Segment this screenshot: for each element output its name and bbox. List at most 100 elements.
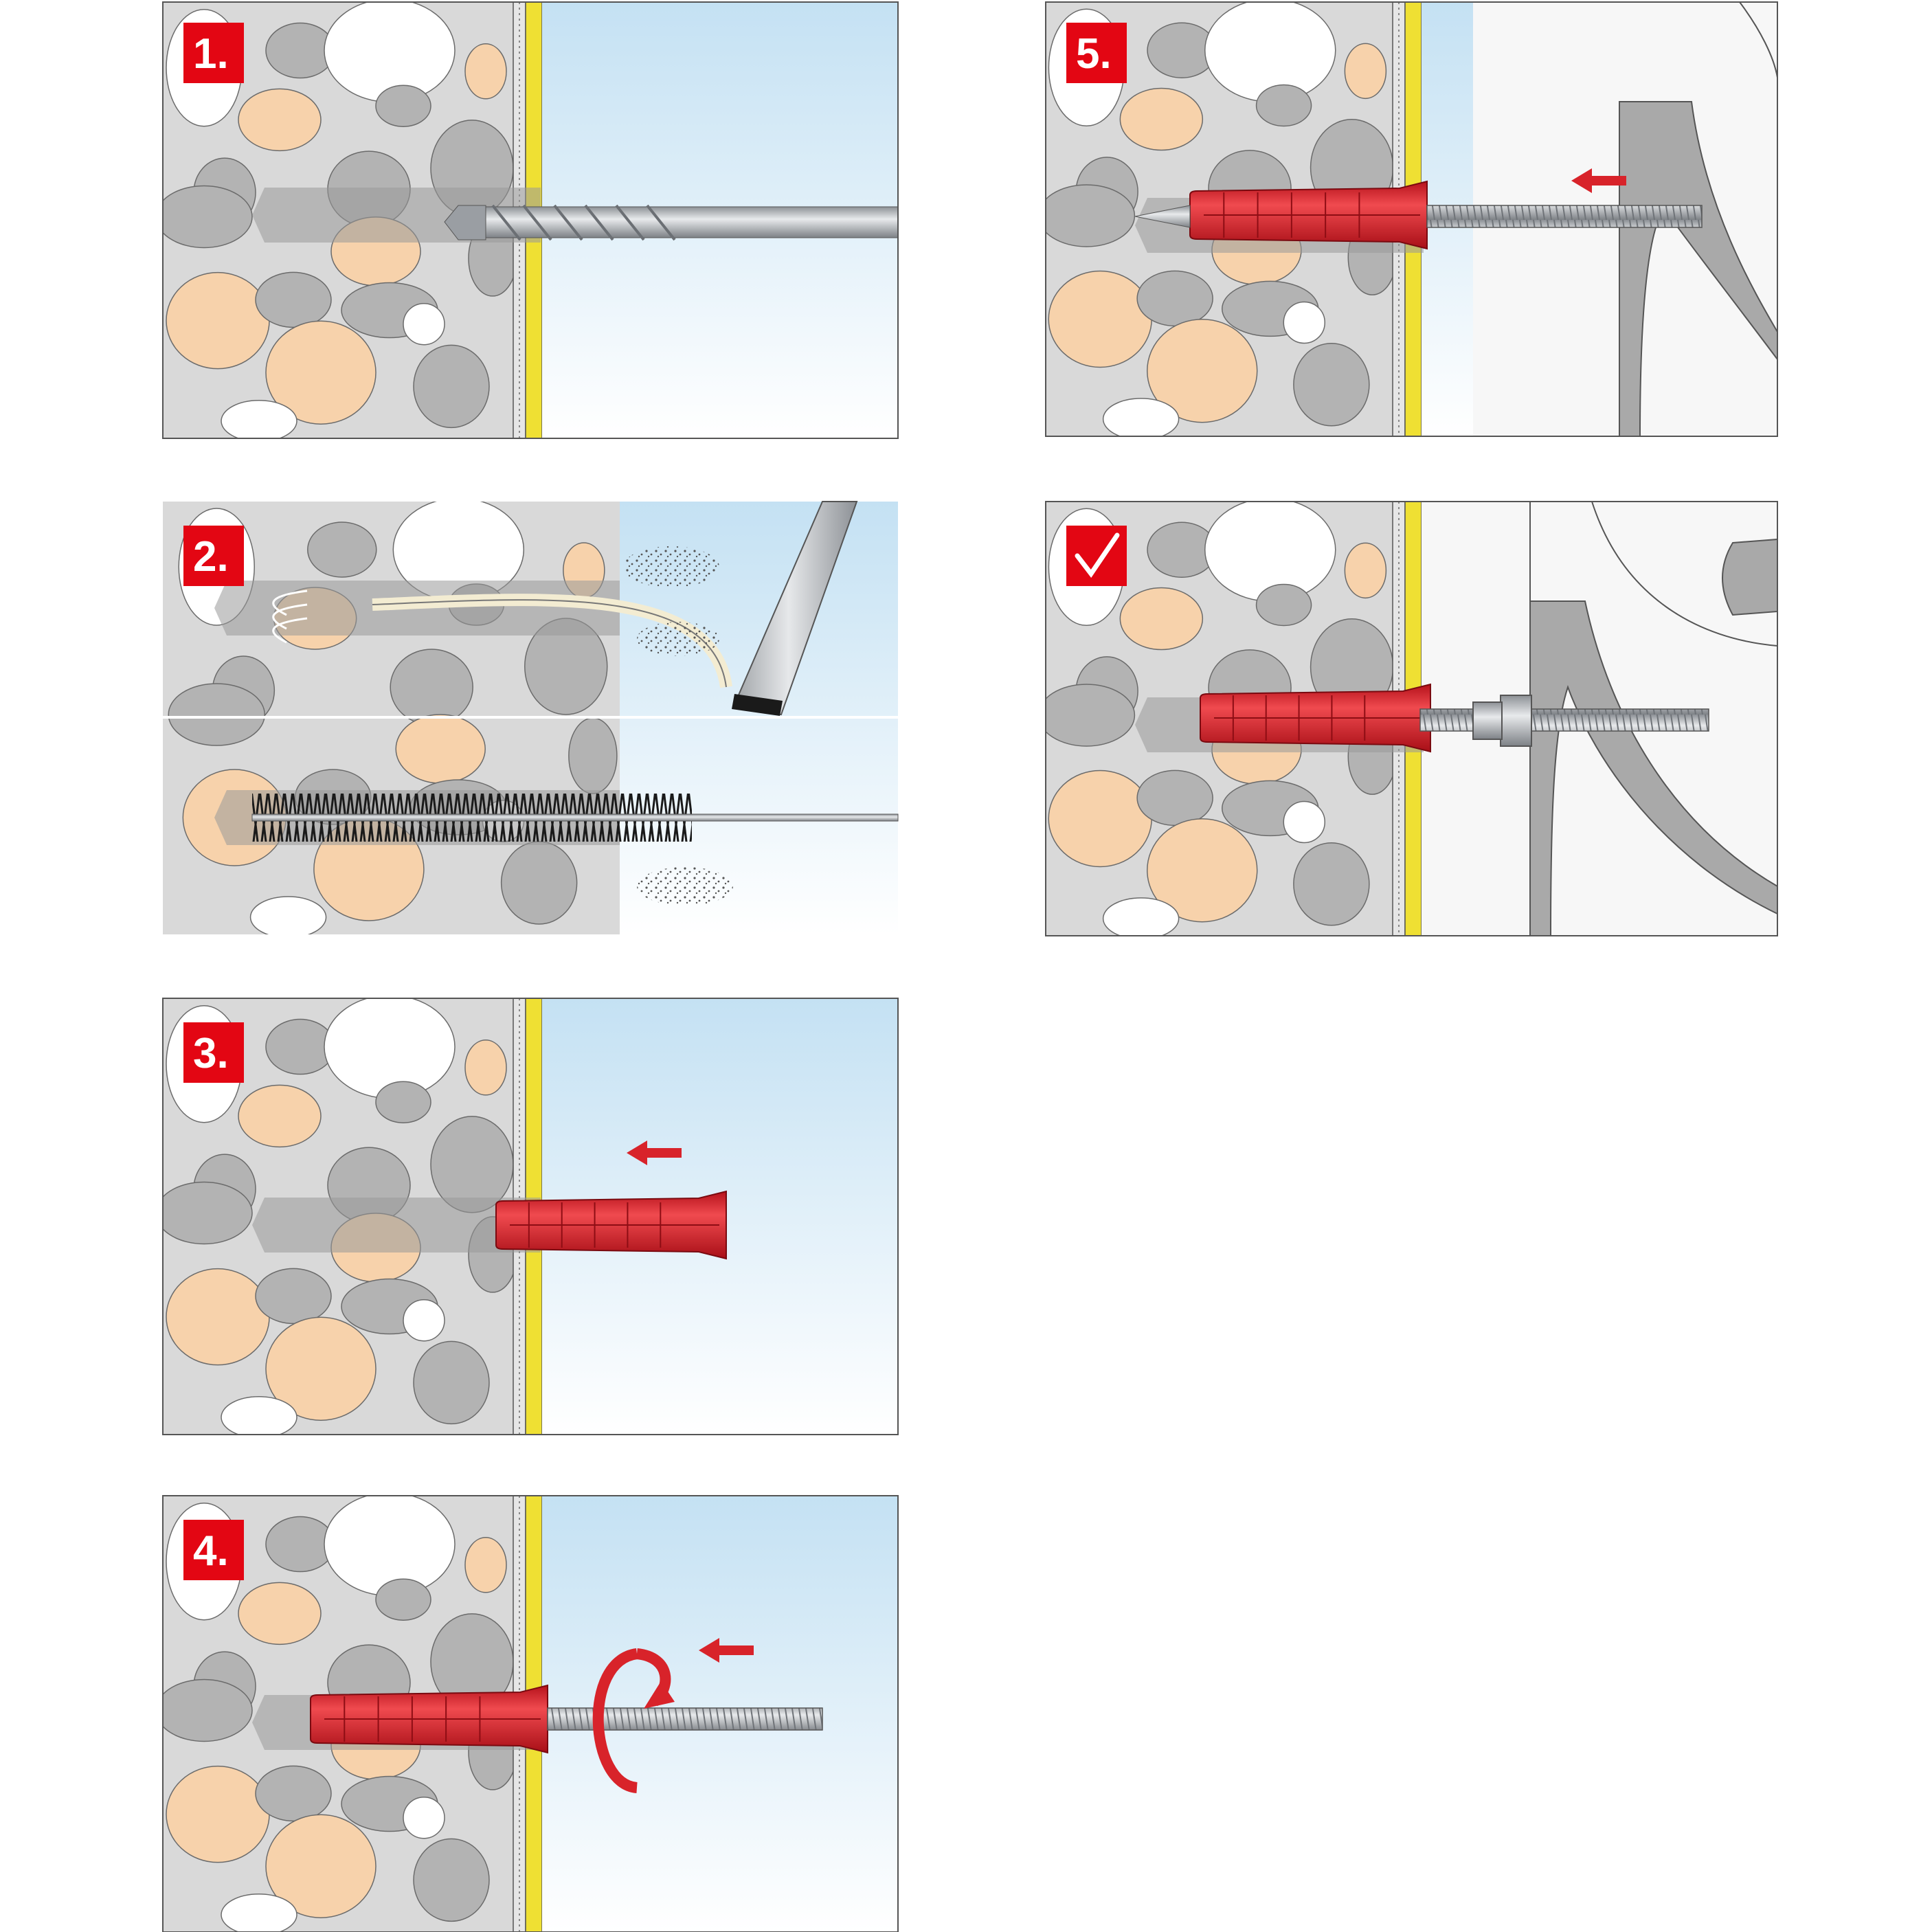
stone	[390, 649, 473, 726]
push-arrow-icon	[627, 1141, 682, 1165]
stone	[1283, 800, 1326, 844]
stone	[1293, 842, 1370, 926]
stone	[395, 714, 486, 784]
stone	[1204, 2, 1336, 102]
stone	[1344, 542, 1387, 599]
stone	[403, 302, 445, 346]
stone	[166, 1268, 270, 1366]
red-anchor	[1189, 180, 1428, 250]
stone	[163, 1678, 253, 1742]
dust-cloud	[637, 622, 719, 656]
stone	[413, 1838, 490, 1922]
stone	[1136, 270, 1213, 327]
rotate-arrow-icon	[592, 1648, 638, 1793]
stone	[1046, 684, 1136, 747]
stone	[238, 1582, 322, 1645]
stone	[1255, 84, 1312, 127]
stone	[324, 1496, 456, 1597]
airflow-arrow-icon	[272, 617, 308, 644]
washer	[1500, 695, 1532, 747]
stone	[1102, 398, 1180, 436]
stone	[1344, 43, 1387, 100]
step-badge	[183, 1022, 244, 1083]
red-anchor	[1200, 683, 1431, 753]
threaded-screw	[547, 1707, 823, 1731]
stone	[255, 271, 332, 328]
drill-tip-icon	[444, 205, 486, 240]
stone	[375, 1578, 431, 1621]
stone	[255, 1765, 332, 1822]
red-anchor	[495, 1190, 727, 1260]
panel-step-5: 5.	[1045, 1, 1778, 437]
stone	[413, 1340, 490, 1425]
stone	[464, 43, 507, 100]
stone	[324, 2, 456, 103]
stone	[163, 1181, 253, 1245]
panel-step-4: 4.	[162, 1495, 899, 1932]
stone	[1048, 770, 1152, 868]
blow-out-pump-icon	[732, 501, 858, 716]
stone	[221, 1396, 297, 1435]
stone	[265, 320, 377, 425]
fixture-bracket	[1529, 600, 1778, 936]
step-badge	[183, 23, 244, 83]
stone	[1204, 502, 1336, 602]
drill-hole	[252, 1198, 541, 1253]
red-anchor	[310, 1684, 548, 1754]
panel-done-frame	[1045, 501, 1778, 936]
stone	[568, 717, 618, 794]
fixture-outline	[1739, 1, 1778, 78]
stone	[413, 344, 490, 429]
screw-tip	[1134, 205, 1191, 228]
step-badge	[183, 1520, 244, 1580]
panel-step-3: 3.	[162, 998, 899, 1435]
brush-shaft	[251, 813, 899, 822]
fixture-outline	[1591, 501, 1778, 647]
stone	[163, 185, 253, 249]
panel-step-1: 1.	[162, 1, 899, 439]
stone	[1283, 301, 1326, 344]
stone	[265, 1316, 377, 1421]
step-label: 4.	[193, 1527, 229, 1575]
stone	[403, 1796, 445, 1839]
threaded-screw	[1419, 708, 1709, 732]
fixture-bracket	[1619, 101, 1778, 437]
stone	[221, 1894, 297, 1932]
stone	[1048, 270, 1152, 368]
stone	[1046, 184, 1136, 247]
stone	[1255, 583, 1312, 627]
step-badge	[1066, 23, 1127, 83]
stone	[166, 271, 270, 370]
checkmark-icon	[1075, 532, 1120, 578]
stone	[324, 998, 456, 1099]
stone	[249, 896, 327, 934]
stone	[1293, 343, 1370, 427]
dust-cloud	[623, 546, 719, 587]
panel-4-frame	[162, 1495, 899, 1932]
stone	[464, 1040, 507, 1096]
pump-nozzle	[732, 694, 783, 716]
stone	[238, 88, 322, 152]
stone	[221, 400, 297, 438]
stone	[255, 1268, 332, 1325]
stone	[464, 1537, 507, 1593]
step-label: 3.	[193, 1030, 229, 1077]
panel-3-frame	[162, 998, 899, 1435]
panel-1-frame	[162, 1, 899, 439]
stone	[375, 1081, 431, 1123]
fixture-part	[1722, 538, 1778, 616]
panel-step-2: 2.	[163, 501, 899, 934]
stone	[1102, 897, 1180, 936]
drill-bit	[471, 206, 899, 238]
step-label: 5.	[1076, 30, 1112, 78]
stone	[265, 1814, 377, 1918]
stone	[375, 85, 431, 127]
stone	[500, 841, 578, 925]
stone	[238, 1084, 322, 1148]
stone	[403, 1299, 445, 1342]
step-badge	[183, 526, 244, 586]
hex-nut	[1472, 701, 1503, 740]
step-label: 1.	[193, 30, 229, 78]
push-arrow-icon	[699, 1638, 754, 1663]
stone	[166, 1765, 270, 1863]
